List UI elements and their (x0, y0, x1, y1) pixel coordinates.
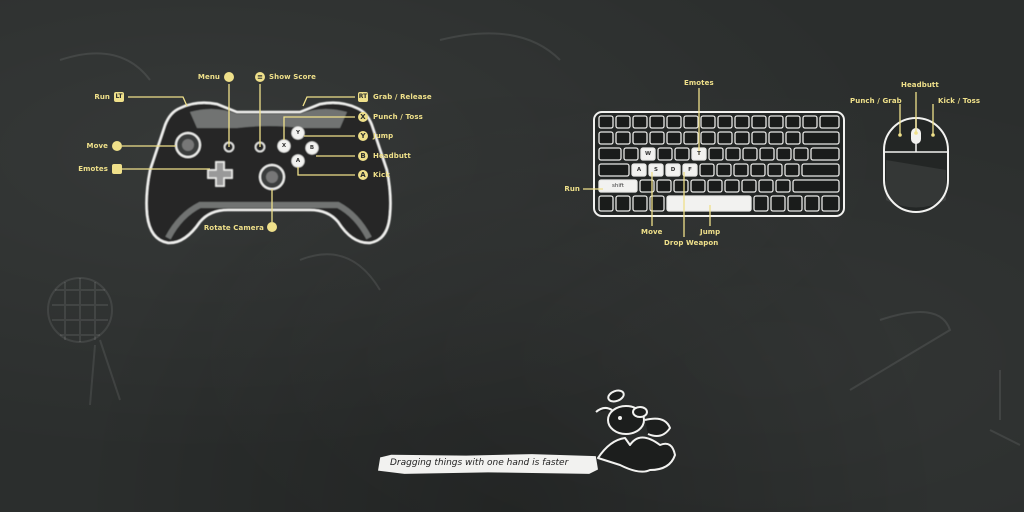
label-menu: Menu (197, 73, 220, 81)
key-t: T (697, 151, 701, 157)
kb-label-run: Run (564, 185, 580, 193)
b-button-icon: B (358, 151, 368, 161)
key-a: A (636, 167, 642, 173)
kb-label-emotes: Emotes (684, 79, 714, 87)
face-button-y: Y (296, 130, 300, 136)
key-shift: shift (612, 183, 624, 189)
rt-trigger-icon: RT (358, 92, 368, 102)
x-button-icon: X (358, 112, 368, 122)
view-button-icon (224, 72, 234, 82)
mouse-label-punch-grab: Punch / Grab (850, 97, 902, 105)
face-button-b: B (309, 145, 315, 151)
label-kick: Kick (373, 171, 391, 179)
menu-button-icon: ≡ (255, 72, 265, 82)
kb-label-jump: Jump (700, 228, 721, 236)
label-grab-release: Grab / Release (373, 93, 432, 101)
key-w: W (644, 151, 652, 157)
label-rotate-camera: Rotate Camera (203, 224, 264, 232)
face-button-a: A (295, 158, 301, 164)
right-stick-icon (267, 222, 277, 232)
label-punch-toss: Punch / Toss (373, 113, 423, 121)
mouse-label-kick-toss: Kick / Toss (938, 97, 981, 105)
kb-label-move: Move (641, 228, 663, 236)
label-jump: Jump (373, 132, 394, 140)
key-f: F (688, 167, 692, 173)
key-d: D (670, 167, 676, 173)
label-show-score: Show Score (269, 73, 316, 81)
a-button-icon: A (358, 170, 368, 180)
mouse-label-headbutt: Headbutt (901, 81, 939, 89)
lt-trigger-icon: LT (114, 92, 124, 102)
tip-banner: Dragging things with one hand is faster (378, 454, 598, 474)
face-button-x: X (281, 143, 287, 149)
key-s: S (654, 167, 658, 173)
label-headbutt: Headbutt (373, 152, 411, 160)
left-stick-icon (112, 141, 122, 151)
y-button-icon: Y (358, 131, 368, 141)
kb-label-drop-weapon: Drop Weapon (664, 239, 719, 247)
dpad-icon (112, 164, 122, 174)
label-move: Move (86, 142, 108, 150)
tip-text: Dragging things with one hand is faster (390, 458, 569, 468)
label-run: Run (94, 93, 110, 101)
label-emotes: Emotes (78, 165, 108, 173)
